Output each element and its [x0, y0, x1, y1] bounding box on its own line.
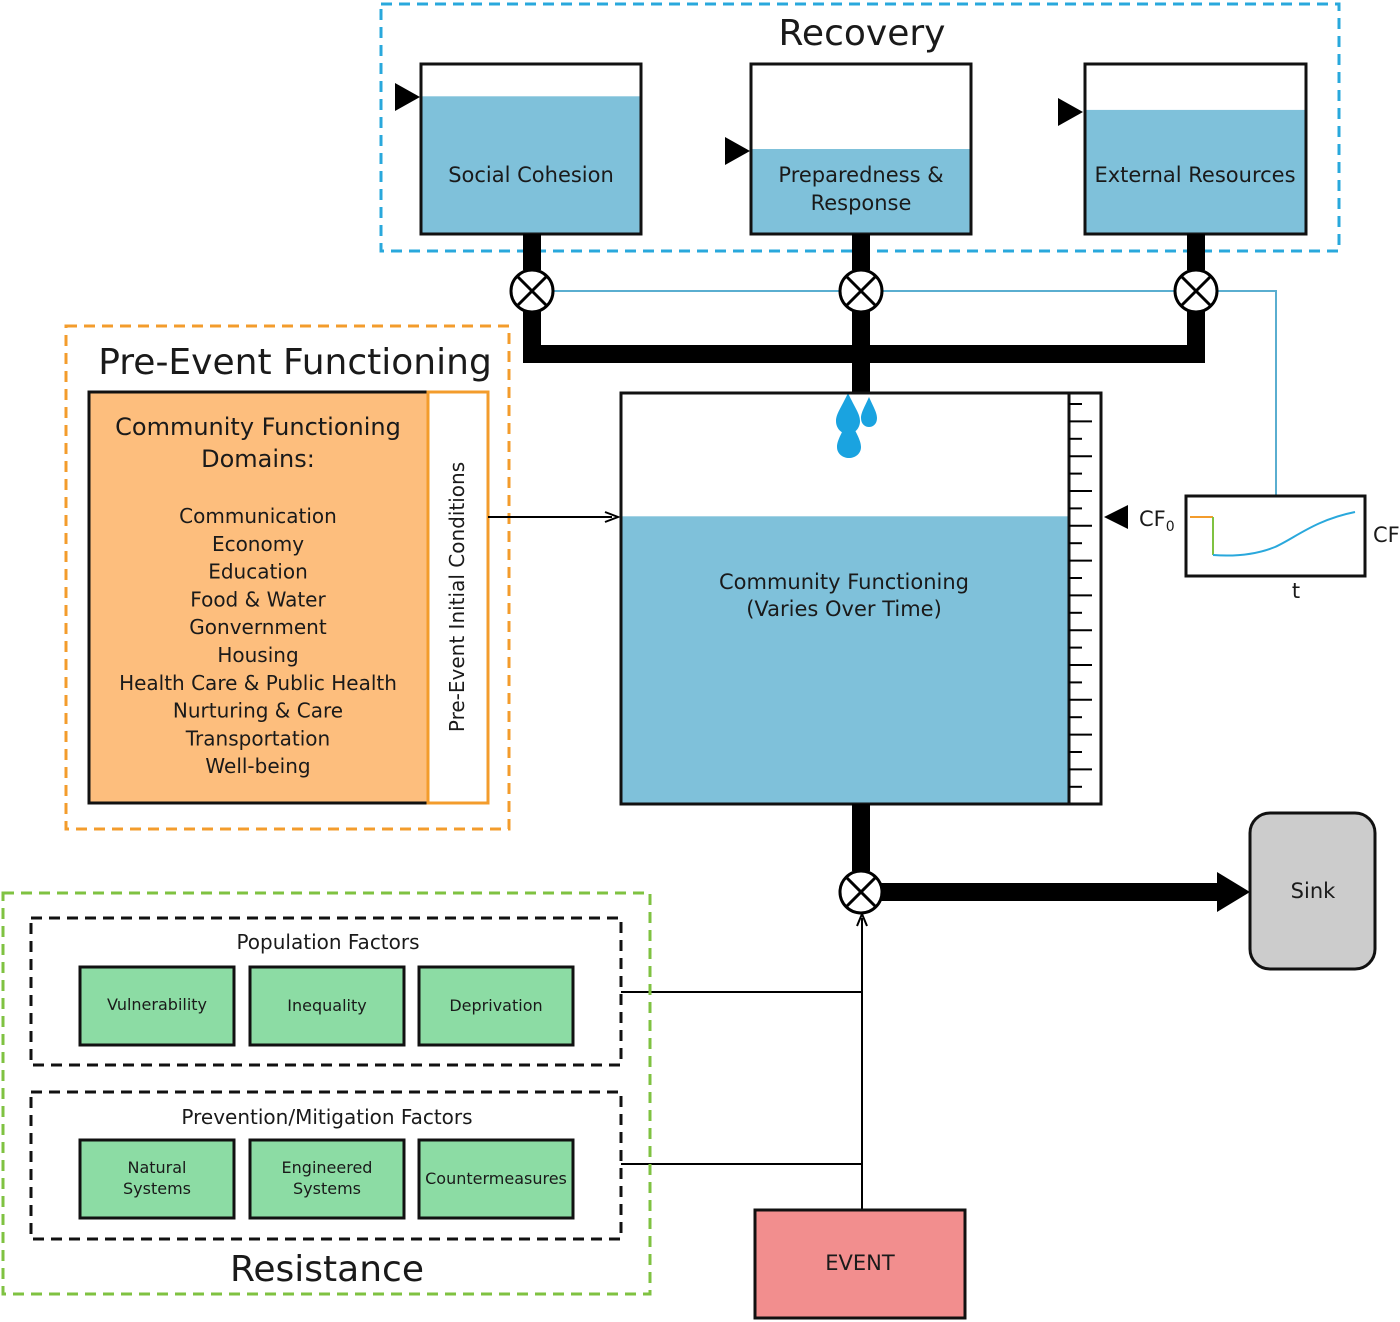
- domain-item: Communication: [179, 504, 337, 528]
- pre-event-region: [64, 324, 511, 831]
- outflow-pipe: [852, 804, 870, 871]
- prevention-factors-title: Prevention/Mitigation Factors: [181, 1105, 472, 1129]
- factor-countermeasures: [417, 1138, 575, 1220]
- domain-item: Education: [208, 560, 308, 584]
- graph-info-line: [1218, 290, 1277, 496]
- stock-preparedness-response: Preparedness & Response: [725, 62, 973, 236]
- domain-item: Gonvernment: [189, 615, 327, 639]
- factor-label: Deprivation: [449, 996, 542, 1015]
- factor-label: Inequality: [287, 996, 366, 1015]
- stock-level: [421, 96, 641, 234]
- factor-label: Systems: [293, 1179, 361, 1198]
- domain-item: Well-being: [205, 754, 310, 778]
- stock-label: Social Cohesion: [448, 163, 614, 187]
- graph-y-label: CF: [1373, 523, 1400, 547]
- population-factors-group: [29, 916, 623, 1067]
- community-functioning-label: Community Functioning: [719, 570, 969, 594]
- domain-item: Health Care & Public Health: [119, 671, 397, 695]
- sink-box: [1248, 811, 1377, 971]
- domain-item: Nurturing & Care: [173, 699, 343, 723]
- water-drop-icon: [836, 393, 877, 458]
- event-label: EVENT: [825, 1251, 895, 1275]
- graph-recovery-curve: [1212, 511, 1356, 557]
- factor-inequality: [248, 965, 406, 1047]
- factor-label: Systems: [123, 1179, 191, 1198]
- resistance-title: Resistance: [230, 1249, 424, 1290]
- stock-level: [751, 149, 971, 234]
- arrowhead-icon: [856, 911, 868, 927]
- stock-label: Response: [811, 191, 912, 215]
- resistance-region: [1, 891, 652, 1296]
- valve-icon: [838, 268, 884, 314]
- stock-external-resources: External Resources: [1058, 62, 1308, 236]
- factor-label: Natural: [127, 1158, 186, 1177]
- domains-heading: Domains:: [201, 445, 315, 473]
- valve-icon: [1173, 268, 1219, 314]
- ruler-ticks: [1069, 403, 1092, 788]
- stock-social-cohesion: Social Cohesion: [395, 62, 643, 236]
- domain-item: Economy: [212, 532, 304, 556]
- cf0-marker-icon: [1104, 505, 1128, 529]
- scale-ruler: [1067, 391, 1103, 806]
- stock-label: Preparedness &: [778, 163, 943, 187]
- factor-label: Vulnerability: [107, 995, 207, 1014]
- domains-heading: Community Functioning: [115, 413, 401, 441]
- stock-community-functioning: Community Functioning (Varies Over Time): [619, 391, 1103, 806]
- factor-natural-systems: [78, 1138, 236, 1220]
- valve-icon: [838, 869, 884, 915]
- domain-item: Housing: [217, 643, 298, 667]
- factor-label: Countermeasures: [425, 1169, 567, 1188]
- sink-label: Sink: [1291, 879, 1336, 903]
- factor-vulnerability: [78, 965, 236, 1047]
- inflow-marker-icon: [395, 83, 420, 111]
- domain-item: Transportation: [185, 726, 330, 750]
- initial-conditions-box: [426, 390, 490, 805]
- event-box: [753, 1208, 967, 1320]
- factor-engineered-systems: [248, 1138, 406, 1220]
- recovery-pipes: [523, 234, 1205, 393]
- community-functioning-label: (Varies Over Time): [746, 597, 942, 621]
- factor-label: Engineered: [282, 1158, 373, 1177]
- domains-box: [87, 390, 430, 805]
- cf-over-time-graph: CF t: [1184, 494, 1400, 603]
- recovery-title: Recovery: [779, 13, 946, 54]
- valve-icon: [509, 268, 555, 314]
- graph-x-label: t: [1292, 579, 1300, 603]
- initial-conditions-label: Pre-Event Initial Conditions: [445, 462, 469, 732]
- stock-level: [621, 516, 1069, 804]
- population-factors-title: Population Factors: [236, 930, 419, 954]
- pre-event-title: Pre-Event Functioning: [98, 342, 492, 383]
- domain-item: Food & Water: [190, 587, 326, 611]
- stock-level: [1085, 109, 1306, 234]
- cf0-label: CF0: [1139, 507, 1175, 535]
- factor-deprivation: [417, 965, 575, 1047]
- outflow-pipe: [881, 883, 1221, 901]
- stock-label: External Resources: [1094, 163, 1295, 187]
- outflow-arrowhead-icon: [1217, 872, 1250, 912]
- inflow-marker-icon: [725, 137, 750, 165]
- inflow-marker-icon: [1058, 98, 1083, 126]
- arrowhead-icon: [604, 511, 621, 523]
- prevention-factors-group: [29, 1090, 623, 1241]
